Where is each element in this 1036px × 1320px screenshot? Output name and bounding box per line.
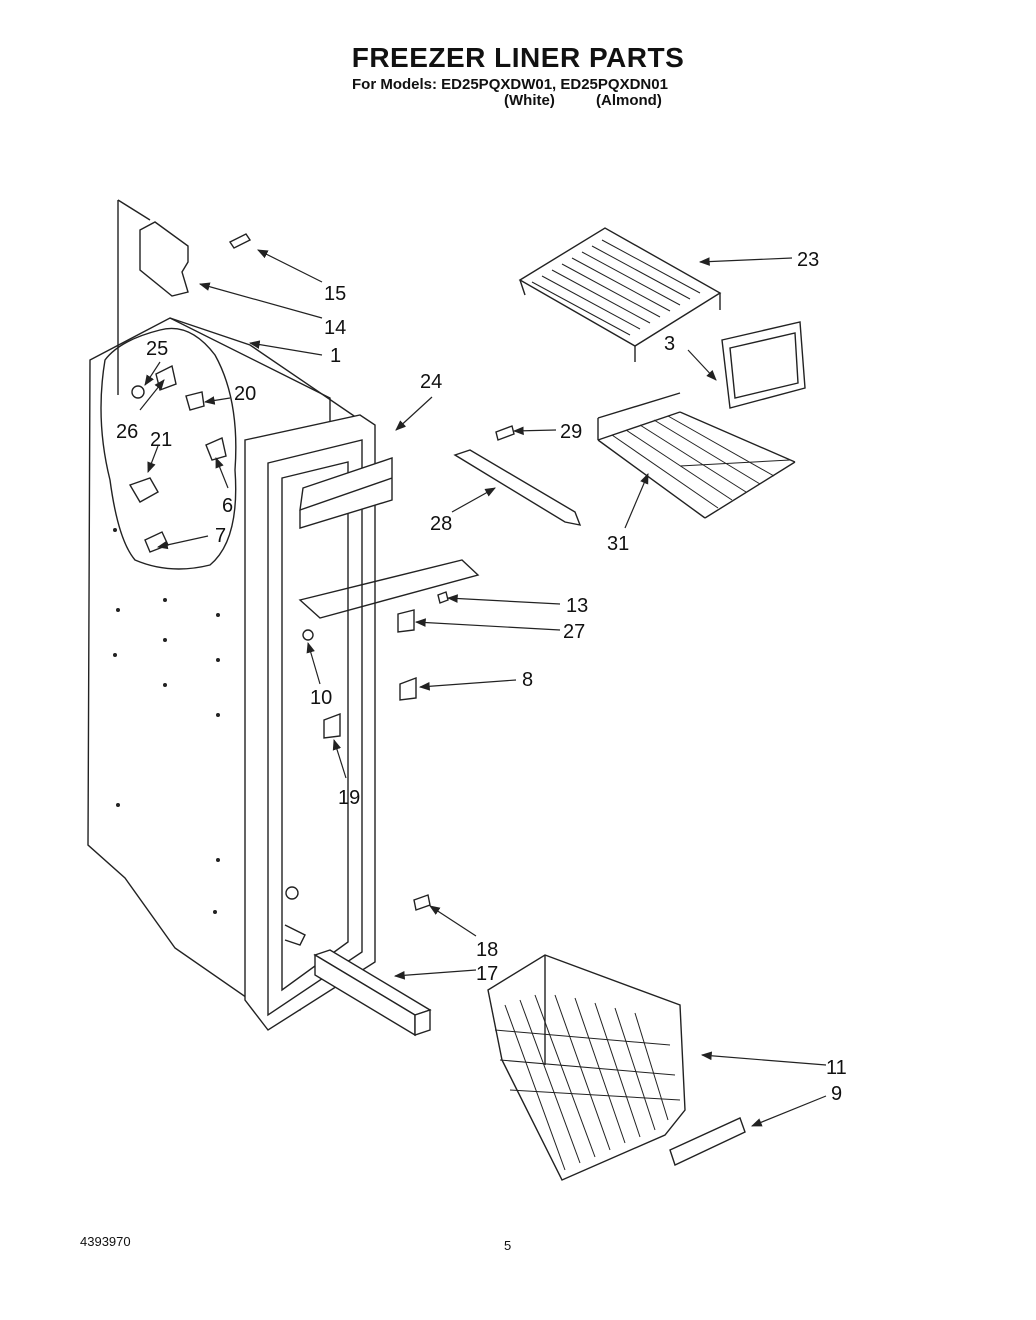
part-15-screw — [228, 233, 252, 249]
part-28-bracket — [453, 449, 582, 526]
light-shield — [298, 559, 480, 619]
document-number: 4393970 — [80, 1234, 131, 1249]
callout-28: 28 — [430, 513, 452, 535]
part-18-screw — [413, 894, 431, 911]
callout-19: 19 — [338, 787, 360, 809]
callout-9: 9 — [831, 1083, 842, 1105]
callout-27: 27 — [563, 621, 585, 643]
callout-15: 15 — [324, 283, 346, 305]
callout-17: 17 — [476, 963, 498, 985]
part-24-cover — [299, 457, 393, 529]
leader-lines — [139, 249, 827, 1127]
page-title: FREEZER LINER PARTS — [351, 42, 685, 73]
callout-23: 23 — [797, 249, 819, 271]
part-3-frame — [721, 321, 806, 409]
callout-7: 7 — [215, 525, 226, 547]
callout-26: 26 — [116, 421, 138, 443]
callout-13: 13 — [566, 595, 588, 617]
callout-25: 25 — [146, 338, 168, 360]
callout-10: 10 — [310, 687, 332, 709]
callout-24: 24 — [420, 371, 442, 393]
callout-21: 21 — [150, 429, 172, 451]
part-29-screw — [495, 425, 515, 441]
part-17-trim — [313, 949, 432, 1037]
color-almond-label: (Almond) — [596, 92, 662, 109]
callout-20: 20 — [234, 383, 256, 405]
color-white-label: (White) — [504, 92, 555, 109]
callout-1: 1 — [330, 345, 341, 367]
model-numbers: For Models: ED25PQXDW01, ED25PQXDN01 — [352, 76, 668, 93]
part-31-wire-shelf — [597, 392, 796, 519]
liner-front-frame — [244, 414, 376, 1031]
callout-14: 14 — [324, 317, 346, 339]
callout-3: 3 — [664, 333, 675, 355]
page-number: 5 — [504, 1238, 512, 1253]
callout-31: 31 — [607, 533, 629, 555]
callout-11: 11 — [826, 1057, 847, 1079]
callout-6: 6 — [222, 495, 233, 517]
part-14-bracket — [139, 221, 189, 297]
part-11-basket — [487, 954, 686, 1181]
callout-labels: 23 15 14 1 3 25 20 24 29 26 21 6 28 31 7… — [116, 249, 847, 1105]
callout-18: 18 — [476, 939, 498, 961]
part-23-shelf — [518, 227, 722, 362]
callout-29: 29 — [560, 421, 582, 443]
callout-8: 8 — [522, 669, 533, 691]
part-9-panel — [669, 1117, 746, 1166]
